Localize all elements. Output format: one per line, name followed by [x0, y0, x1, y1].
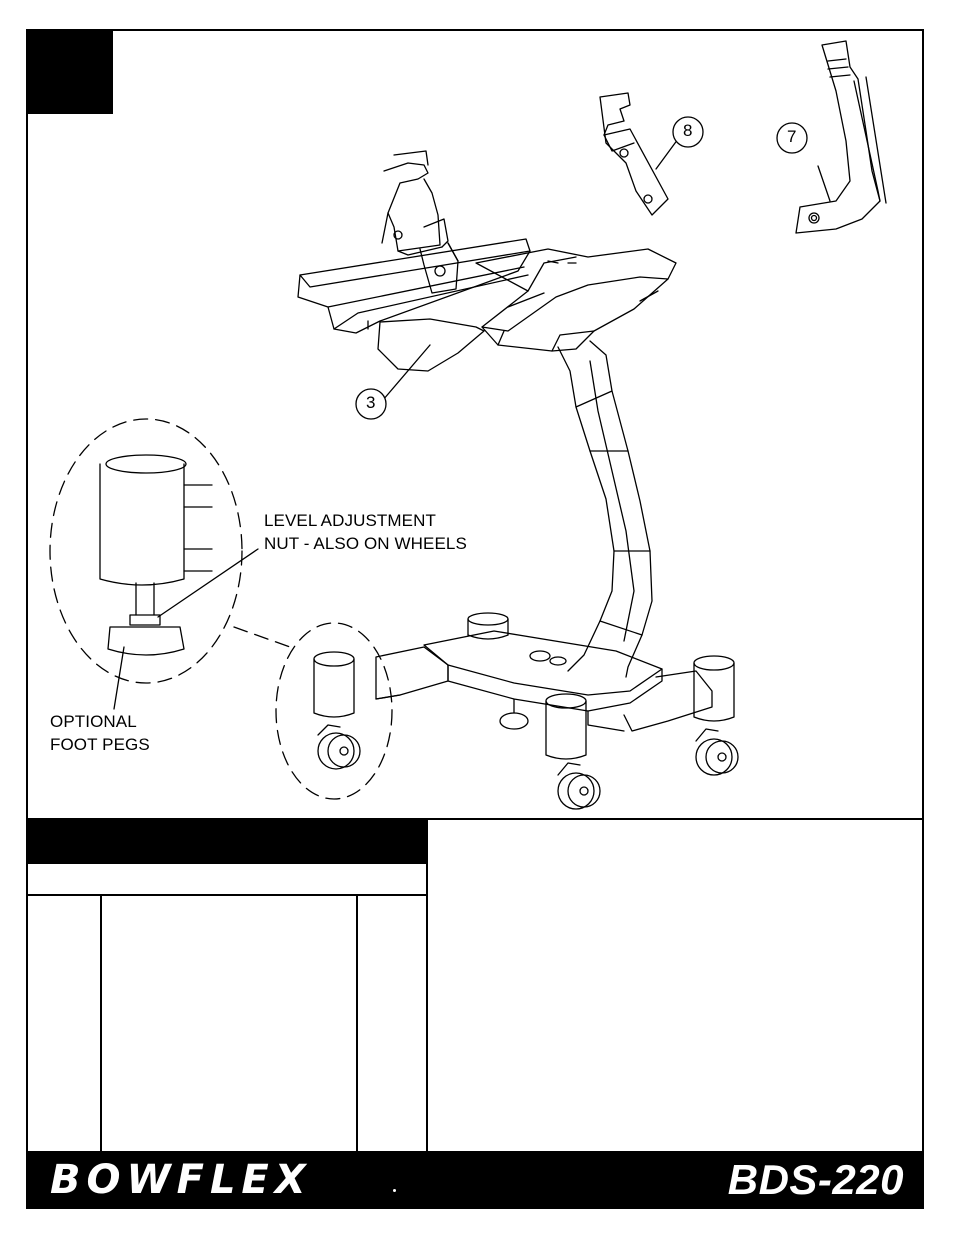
parts-panel-divider	[426, 820, 428, 1151]
callout-circle-3	[355, 388, 387, 420]
tray-assembly	[297, 150, 677, 372]
model-number: BDS-220	[727, 1156, 904, 1203]
foot-pegs-line-1: OPTIONAL	[50, 712, 137, 731]
callout-circle-8	[672, 116, 704, 148]
caster-wheels	[317, 724, 739, 810]
foot-peg-detail	[49, 418, 259, 710]
parts-list-header-bar	[28, 820, 427, 864]
callout-number-7: 7	[787, 127, 797, 146]
foot-pegs-label: OPTIONAL FOOT PEGS	[50, 710, 150, 756]
level-adjustment-line-2: NUT - ALSO ON WHEELS	[264, 534, 467, 553]
callout-circle-7	[776, 122, 808, 154]
page-frame	[26, 29, 924, 1209]
parts-column-divider-1	[100, 895, 102, 1151]
section-divider	[28, 818, 922, 820]
level-adjustment-line-1: LEVEL ADJUSTMENT	[264, 511, 436, 530]
foot-pegs-line-2: FOOT PEGS	[50, 735, 150, 754]
brand-logo: BOWFLEX	[50, 1157, 312, 1203]
callout-number-3: 3	[366, 393, 376, 412]
brand-trademark-dot	[393, 1189, 396, 1192]
leader-3	[382, 344, 431, 401]
wheel-pods	[313, 612, 735, 760]
callout-number-8: 8	[683, 121, 693, 140]
step-number-box	[26, 29, 113, 114]
parts-subheader-line	[28, 894, 427, 896]
footer-bar: BOWFLEX BDS-220	[28, 1151, 922, 1207]
base-frame	[375, 630, 713, 732]
part-7-bracket	[795, 40, 887, 234]
part-8-bracket	[599, 92, 679, 216]
assembly-drawing	[49, 40, 887, 810]
caster-detail-circle	[275, 622, 393, 800]
parts-column-divider-2	[356, 895, 358, 1151]
level-adjustment-label: LEVEL ADJUSTMENT NUT - ALSO ON WHEELS	[264, 509, 467, 555]
support-column	[557, 340, 653, 678]
detail-connector	[233, 626, 291, 648]
